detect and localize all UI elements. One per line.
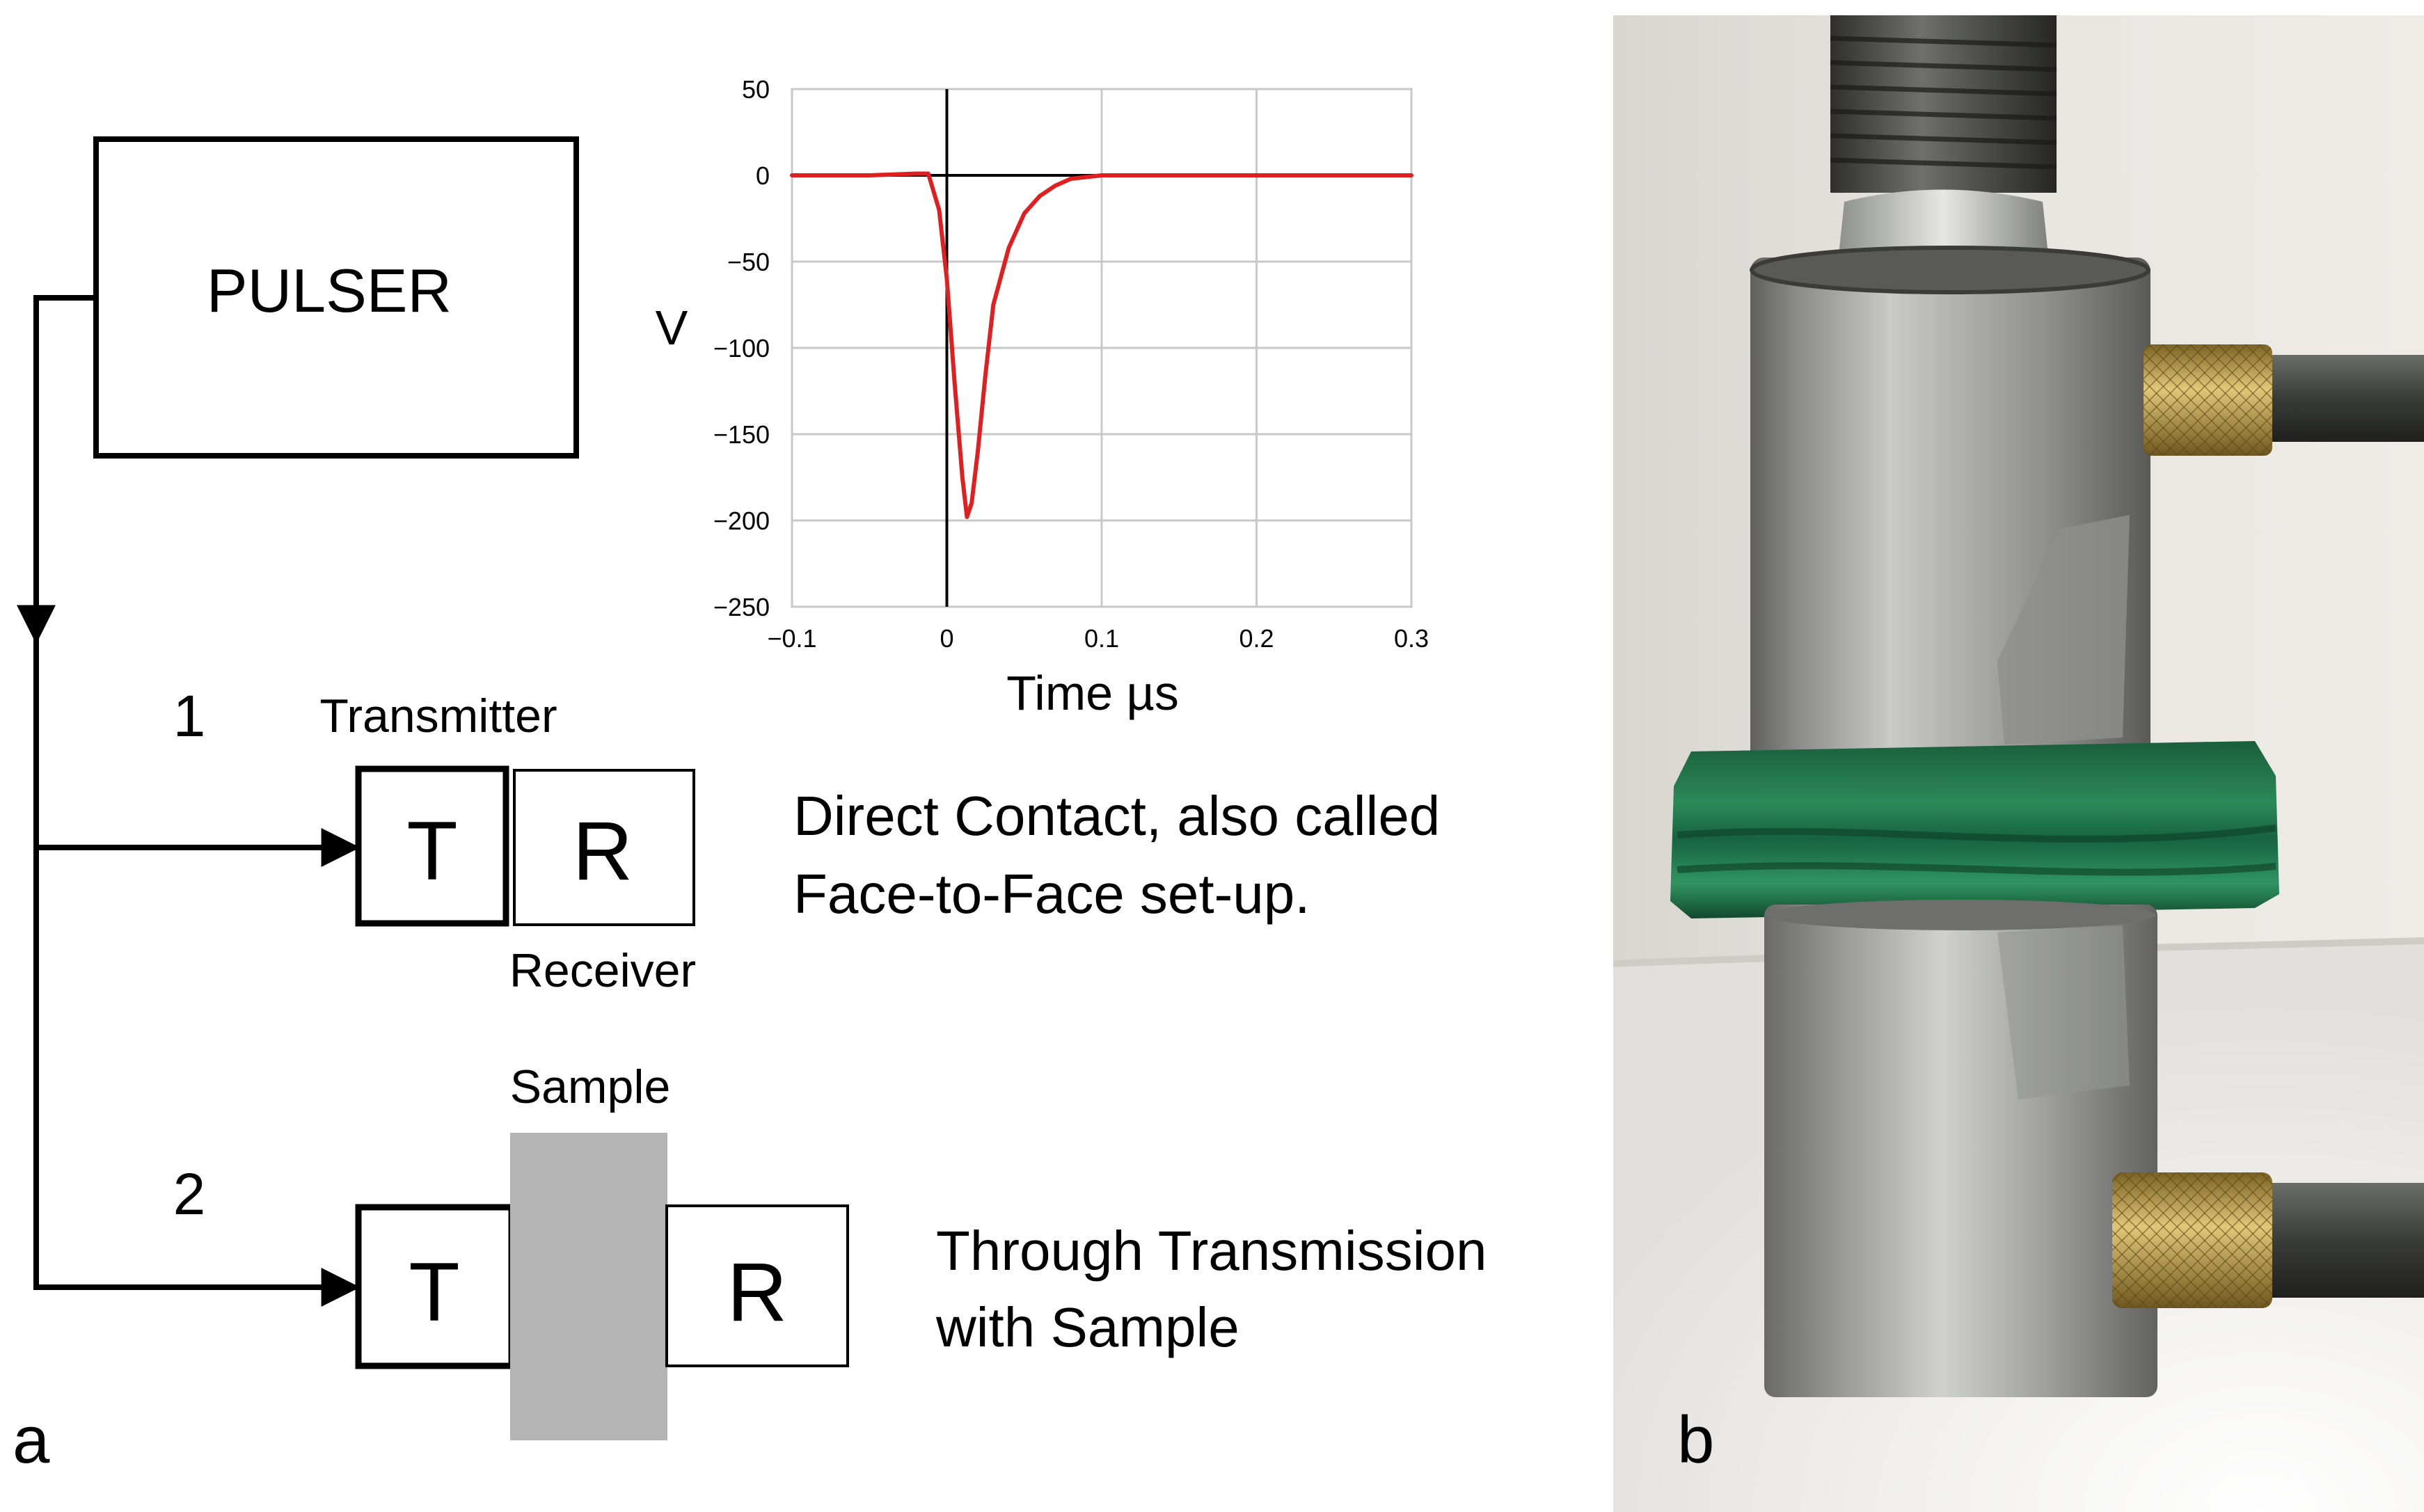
transmitter-box-2 [355, 1204, 515, 1369]
receiver-title: Receiver [509, 944, 696, 997]
transmitter-label-2: T [409, 1246, 459, 1339]
receiver-box-2 [665, 1204, 849, 1367]
chart-x-tick-label: 0.1 [1084, 624, 1119, 653]
malachite-banding [1677, 825, 2276, 876]
setup1-caption-line1: Direct Contact, also called [793, 785, 1440, 847]
setup1-caption-line2: Face-to-Face set-up. [793, 863, 1310, 925]
chart-x-tick-label: 0 [940, 624, 953, 653]
lower-cable [2262, 1183, 2424, 1298]
panel-a-label: a [13, 1403, 50, 1477]
lower-transducer-rim [1766, 900, 2155, 930]
chart-y-tick-label: −200 [713, 507, 770, 535]
transmitter-label-1: T [406, 804, 457, 898]
receiver-label-1: R [573, 804, 633, 898]
upper-cable [2262, 355, 2424, 442]
chart-y-tick-label: −250 [713, 593, 770, 621]
setup1-number: 1 [173, 683, 206, 749]
chart-y-tick-label: −150 [713, 420, 770, 449]
panel-b-label: b [1677, 1403, 1714, 1477]
chart-y-tick-label: 50 [742, 75, 770, 104]
chart-series [790, 171, 1413, 519]
pulser-box [93, 136, 579, 459]
chart-series-line [790, 171, 1413, 519]
chart-y-tick-label: 0 [756, 161, 770, 190]
setup2-caption-line1: Through Transmission [936, 1220, 1487, 1282]
chart-tick-labels: −0.1 0 0.1 0.2 0.3 50 0 −50 −100 −150 −200 −250 [713, 75, 1429, 653]
setup2-number: 2 [173, 1161, 206, 1227]
receiver-label-2: R [727, 1246, 788, 1339]
rod-threads [1830, 35, 2057, 170]
transmitter-title: Transmitter [319, 690, 557, 742]
upper-transducer-label-patch [1997, 515, 2130, 745]
receiver-box-1 [513, 769, 695, 926]
lower-connector-knurl [2112, 1172, 2272, 1308]
pulser-label: PULSER [207, 256, 452, 325]
pulser-feed-line [33, 295, 348, 1290]
sample-title: Sample [510, 1060, 671, 1113]
panel-b-photo: b [1613, 15, 2424, 1512]
chart-x-tick-label: 0.2 [1239, 624, 1274, 653]
upper-transducer-top [1750, 246, 2150, 294]
panel-a: PULSER 1 Transmitter T R Receiver Direct… [13, 136, 1487, 1477]
setup2-caption-line2: with Sample [935, 1296, 1239, 1358]
chart-y-tick-label: −50 [727, 248, 770, 276]
chart-grid [791, 88, 1413, 608]
chart-y-axis-label: V [656, 301, 688, 355]
upper-connector-knurl [2144, 344, 2272, 456]
sample-block [510, 1133, 667, 1440]
chart-x-tick-label: −0.1 [767, 624, 816, 653]
pulse-chart: −0.1 0 0.1 0.2 0.3 50 0 −50 −100 −150 −200 −250 Tim… [656, 75, 1429, 720]
lower-transducer-label-patch [1997, 925, 2130, 1099]
chart-y-tick-label: −100 [713, 334, 770, 363]
chart-x-axis-label: Time µs [1006, 666, 1179, 720]
chart-x-tick-label: 0.3 [1394, 624, 1429, 653]
transmitter-box-1 [355, 765, 509, 927]
